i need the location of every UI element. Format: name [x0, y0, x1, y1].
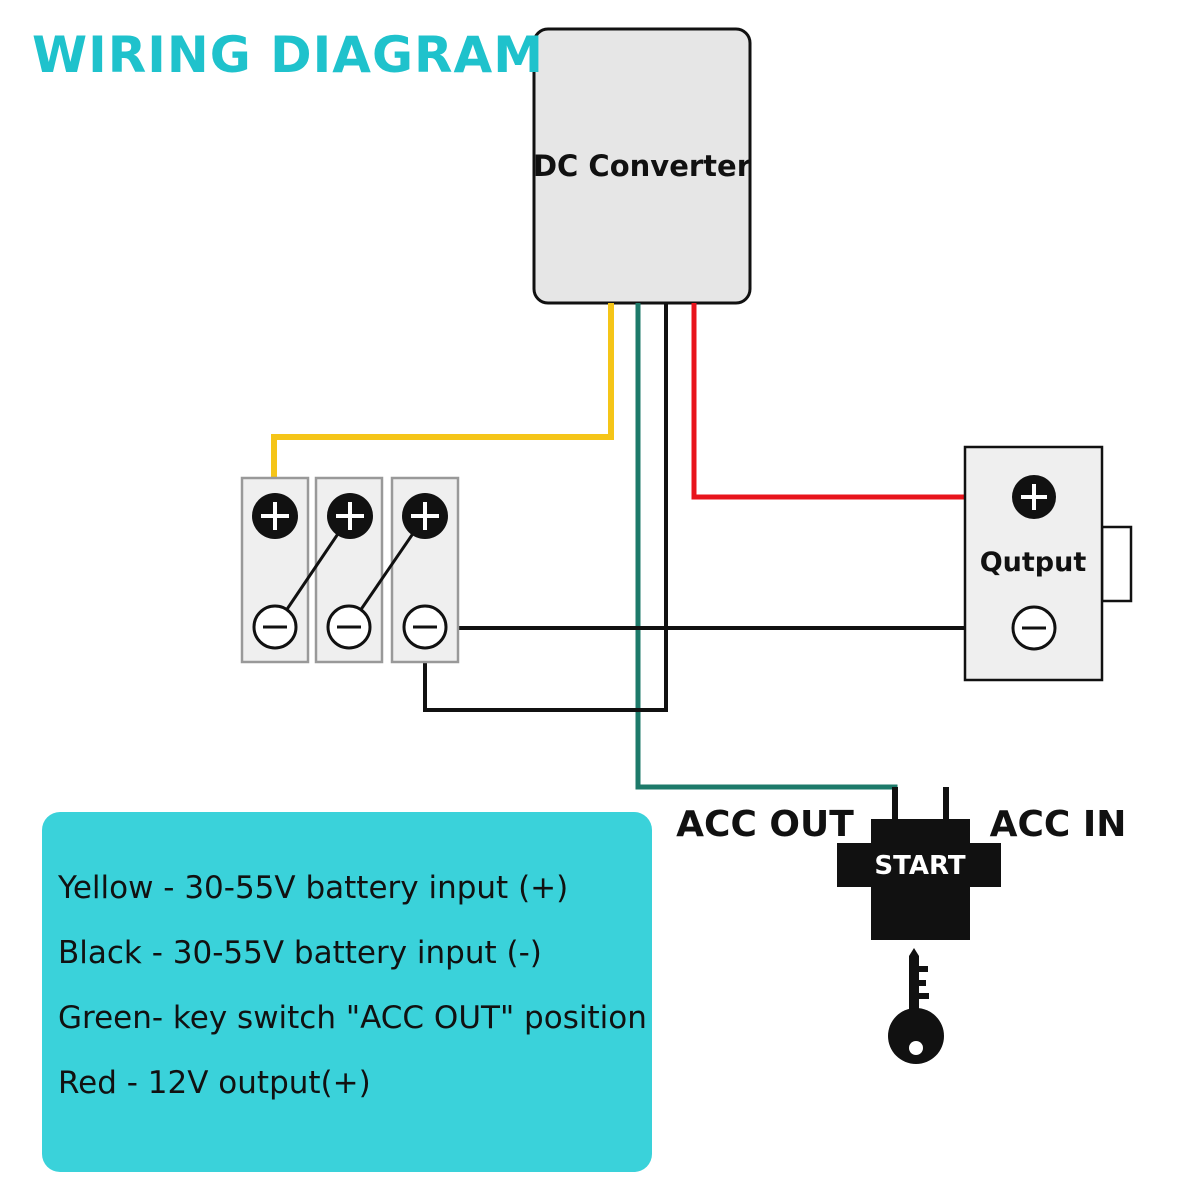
key-icon — [888, 948, 944, 1064]
legend-item-black: Black - 30-55V battery input (-) — [58, 935, 542, 971]
battery-2-plus-terminal — [327, 493, 373, 539]
battery-1-plus-terminal — [252, 493, 298, 539]
page-title: WIRING DIAGRAM — [32, 26, 544, 84]
red-wire — [691, 303, 1018, 500]
legend-item-red: Red - 12V output(+) — [58, 1065, 371, 1101]
dc-converter-label: DC Converter — [533, 149, 752, 183]
battery-3-plus-terminal — [402, 493, 448, 539]
dc-converter-box — [532, 27, 752, 305]
black-wire-converter — [423, 303, 668, 712]
output-block-tab — [1100, 525, 1133, 603]
output-plus-terminal — [1012, 475, 1056, 519]
acc-in-label: ACC IN — [990, 804, 1127, 845]
acc-out-label: ACC OUT — [676, 804, 854, 845]
battery-2-minus-terminal — [326, 604, 372, 650]
legend-item-green: Green- key switch "ACC OUT" position — [58, 1000, 647, 1036]
green-wire — [635, 303, 898, 820]
output-minus-terminal — [1011, 605, 1057, 651]
legend-item-yellow: Yellow - 30-55V battery input (+) — [58, 870, 569, 906]
battery-3-minus-terminal — [402, 604, 448, 650]
start-label: START — [874, 851, 965, 881]
output-label: Qutput — [980, 547, 1087, 578]
yellow-wire — [271, 303, 614, 500]
legend-box: Yellow - 30-55V battery input (+) Black … — [42, 812, 652, 1172]
battery-1-minus-terminal — [252, 604, 298, 650]
key-switch-flange — [837, 843, 1001, 887]
